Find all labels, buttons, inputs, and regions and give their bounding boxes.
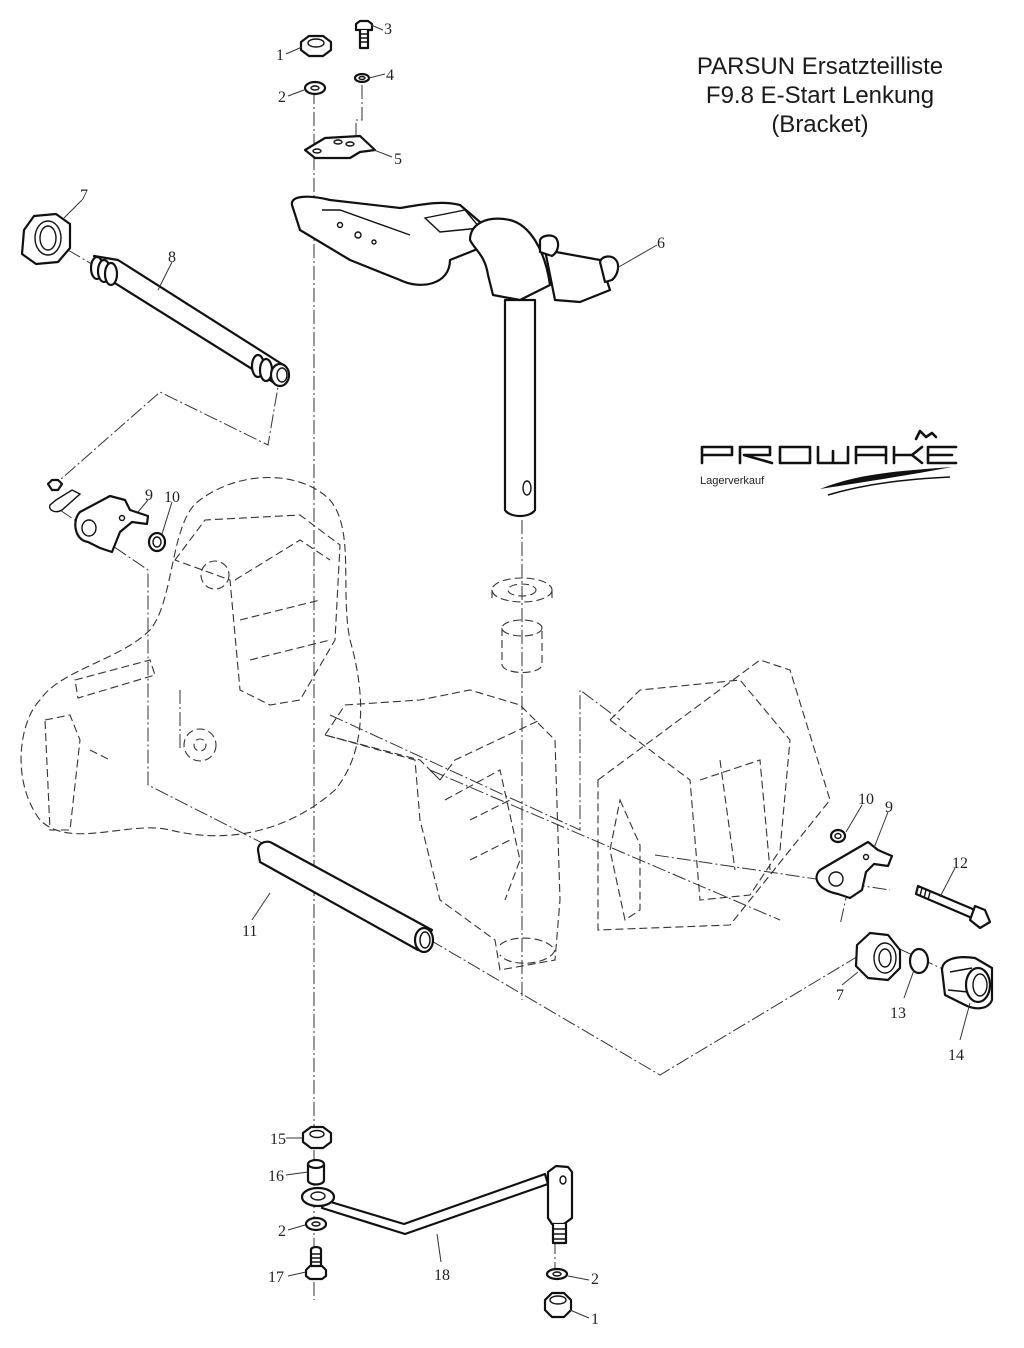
part-4-washer (353, 72, 371, 84)
leader-lines (63, 24, 971, 1319)
callout-9: 9 (145, 487, 153, 504)
callout-10: 10 (164, 489, 180, 506)
part-2-washer-bottom-left (304, 1216, 328, 1232)
callout-17: 17 (268, 1269, 284, 1286)
callout-labels: 1 2 3 4 5 6 7 8 9 10 10 9 12 11 7 13 14 … (80, 21, 968, 1328)
title-line-3: (Bracket) (771, 111, 869, 138)
callout-2: 2 (278, 89, 286, 106)
part-16-spacer (306, 1158, 326, 1186)
callout-15: 15 (270, 1131, 286, 1148)
callout-13: 13 (890, 1005, 906, 1022)
diagram-title: PARSUN Ersatzteilliste F9.8 E-Start Lenk… (640, 52, 1000, 139)
part-15-nut (301, 1125, 333, 1150)
part-10-washer-left (147, 531, 167, 553)
part-3-bolt (354, 19, 374, 50)
left-clip-hardware (46, 478, 82, 513)
callout-3: 3 (384, 21, 392, 38)
callout-1: 1 (276, 47, 284, 64)
callout-1-bottom: 1 (591, 1311, 599, 1328)
callout-2-bottom-left: 2 (278, 1223, 286, 1240)
part-1-nut-bottom (543, 1291, 573, 1319)
logo-subtitle: Lagerverkauf (700, 475, 765, 487)
part-8-tilt-tube (89, 254, 291, 388)
part-18-tie-link (300, 1164, 574, 1245)
swivel-bracket-ghost-left (20, 477, 362, 837)
part-13-o-ring (908, 947, 930, 975)
part-6-steering-arm (290, 195, 620, 518)
title-line-2: F9.8 E-Start Lenkung (705, 82, 935, 109)
clamp-bracket-ghost-right (597, 659, 831, 931)
part-11-tube (256, 840, 435, 954)
part-7-nut-right (854, 931, 902, 982)
bushings-ghost (491, 577, 553, 674)
callout-14: 14 (948, 1047, 964, 1064)
part-2-washer-top (303, 80, 327, 96)
callout-9-right: 9 (885, 799, 893, 816)
part-5-plate (303, 134, 377, 160)
callout-7-right: 7 (836, 987, 844, 1004)
callout-12: 12 (952, 855, 968, 872)
part-1-nut-top (299, 34, 333, 58)
stern-bracket-ghost-center (324, 689, 561, 971)
prowake-logo (700, 429, 958, 496)
part-7-nut-left (20, 212, 72, 266)
callout-7: 7 (80, 187, 88, 204)
part-2-washer-bottom-right (545, 1267, 569, 1281)
title-line-1: PARSUN Ersatzteilliste (696, 53, 944, 80)
callout-16: 16 (268, 1168, 284, 1185)
part-17-bolt (304, 1245, 328, 1281)
callout-5: 5 (394, 151, 402, 168)
callout-10-right: 10 (858, 791, 874, 808)
callout-4: 4 (386, 67, 394, 84)
part-10-washer-right (829, 828, 847, 844)
part-9-lever-right (815, 840, 894, 900)
part-14-bushing (940, 956, 994, 1010)
part-12-bolt (914, 884, 992, 930)
callout-18: 18 (434, 1267, 450, 1284)
callout-8: 8 (168, 249, 176, 266)
callout-2-bottom-right: 2 (591, 1271, 599, 1288)
callout-11: 11 (242, 923, 257, 940)
callout-6: 6 (657, 235, 665, 252)
part-9-lever-left (74, 494, 150, 554)
